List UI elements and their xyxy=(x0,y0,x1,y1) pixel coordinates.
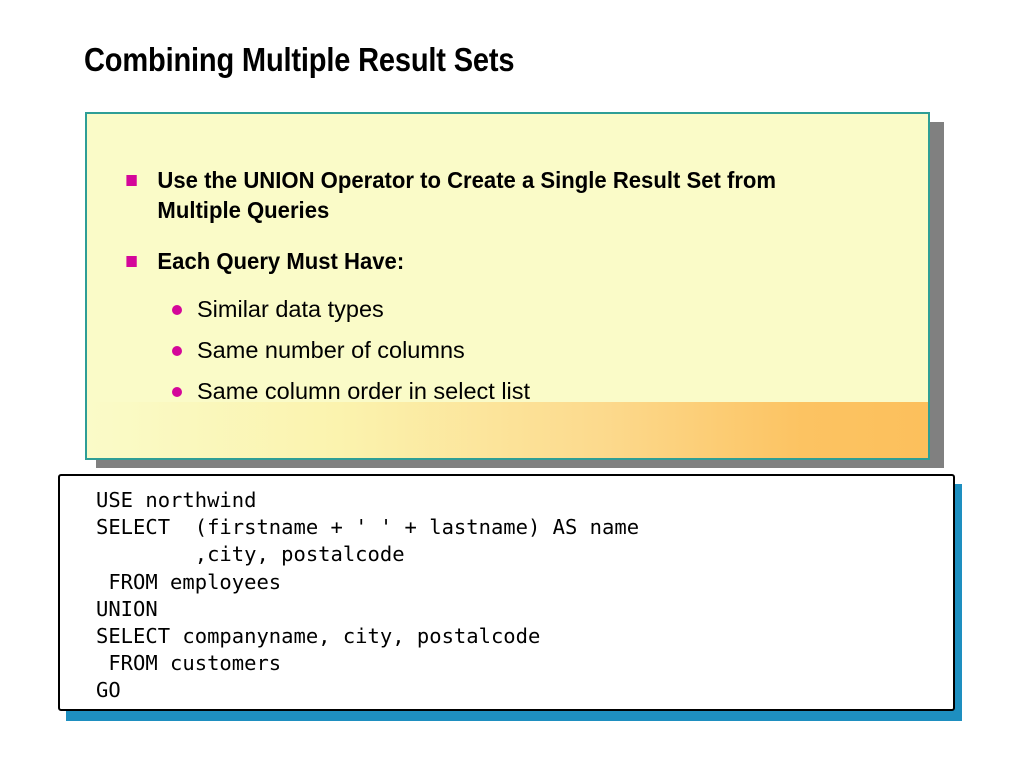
content-box-gradient-band xyxy=(87,402,928,458)
list-item-label: Same number of columns xyxy=(197,337,465,364)
square-bullet-icon xyxy=(126,256,137,268)
list-item: Use the UNION Operator to Create a Singl… xyxy=(117,166,851,225)
list-item: Same number of columns xyxy=(117,336,898,364)
page-title: Combining Multiple Result Sets xyxy=(84,41,515,78)
list-item-label: Each Query Must Have: xyxy=(157,248,405,275)
sub-bullet-list: Similar data types Same number of column… xyxy=(117,295,898,406)
list-item-label: Use the UNION Operator to Create a Singl… xyxy=(157,167,777,223)
sql-code-block: USE northwind SELECT (firstname + ' ' + … xyxy=(96,488,640,703)
round-bullet-icon xyxy=(172,387,182,398)
list-item: Same column order in select list xyxy=(117,377,898,405)
round-bullet-icon xyxy=(172,346,182,357)
list-item: Each Query Must Have: xyxy=(117,247,851,277)
code-box: USE northwind SELECT (firstname + ' ' + … xyxy=(58,474,955,711)
list-item-label: Similar data types xyxy=(197,295,384,322)
content-box: Use the UNION Operator to Create a Singl… xyxy=(85,112,930,460)
bullet-list: Use the UNION Operator to Create a Singl… xyxy=(87,114,928,458)
list-item-label: Same column order in select list xyxy=(197,378,531,405)
list-item: Similar data types xyxy=(117,295,898,323)
round-bullet-icon xyxy=(172,304,182,315)
square-bullet-icon xyxy=(126,175,137,186)
